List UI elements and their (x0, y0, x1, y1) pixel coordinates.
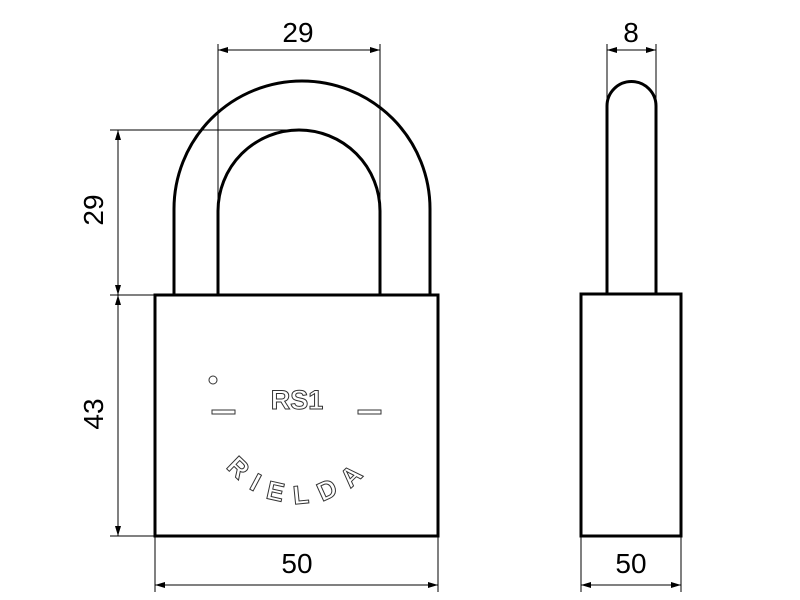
engraving-dash-left (211, 409, 236, 415)
dimension-shackle-height: 29 (78, 194, 109, 225)
dimension-shackle-width: 29 (282, 17, 313, 48)
side-view: 8 50 (579, 17, 683, 592)
lock-body (153, 293, 440, 538)
front-view: RS1 RIELDA 29 29 43 50 (78, 17, 440, 592)
shackle-inner (216, 128, 382, 295)
engraving-model: RS1 (271, 385, 324, 415)
dimension-body-depth: 50 (615, 548, 646, 579)
engraving-brand: RIELDA (221, 450, 376, 510)
dimension-shackle-thickness: 8 (623, 17, 639, 48)
dimension-body-height: 43 (78, 398, 109, 429)
keyhole-dot (208, 375, 218, 385)
lock-body-side (579, 292, 683, 538)
shackle-side (605, 80, 658, 294)
engraving-dash-right (357, 409, 382, 415)
dimension-body-width: 50 (281, 548, 312, 579)
shackle-outer (172, 79, 432, 295)
